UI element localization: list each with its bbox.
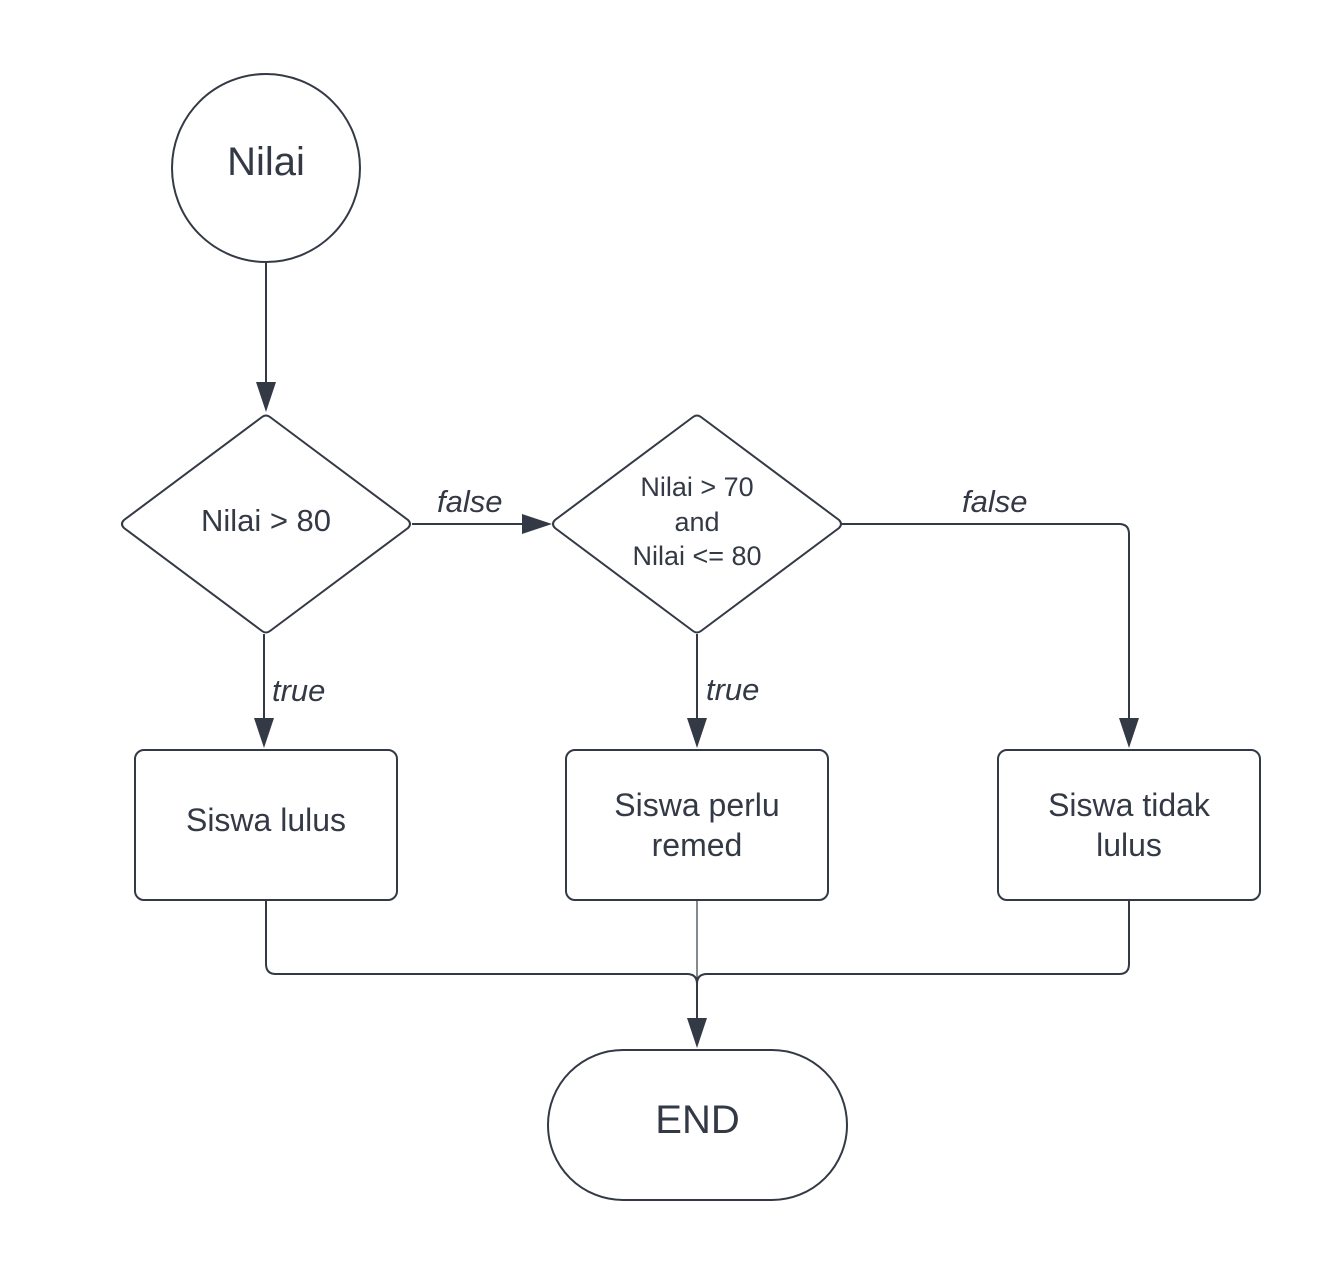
decision1-label: Nilai > 80: [150, 485, 382, 557]
decision2-line3: Nilai <= 80: [632, 541, 762, 572]
end-node-label: END: [548, 1050, 847, 1190]
process-remed-line2: remed: [651, 827, 743, 863]
edge-decision2-false: [842, 523, 1130, 724]
process-remed-line1: Siswa perlu: [614, 787, 780, 823]
end-node-shape: [547, 1049, 848, 1201]
start-node-text: Nilai: [227, 139, 305, 184]
process-pass-text: Siswa lulus: [185, 802, 347, 838]
decision1-shape: [121, 414, 411, 634]
process-remed-label: Siswa perlu remed: [566, 750, 828, 900]
arrowhead-process-remed: [687, 718, 707, 748]
process-fail-line2: lulus: [1096, 827, 1162, 863]
edge-fail-to-merge: [696, 900, 1130, 985]
process-pass-label: Siswa lulus: [135, 750, 397, 890]
process-pass-shape: [134, 749, 398, 901]
process-fail-shape: [997, 749, 1261, 901]
arrowhead-end: [687, 1018, 707, 1048]
process-remed-shape: [565, 749, 829, 901]
end-node-text: END: [655, 1098, 740, 1142]
edge-label-decision2-false: false: [962, 484, 1028, 519]
decision1-text: Nilai > 80: [200, 502, 332, 538]
arrowhead-process-pass: [254, 718, 274, 748]
decision2-shape: [552, 414, 842, 634]
edge-label-decision1-false: false: [437, 484, 503, 519]
edge-label-decision1-true: true: [272, 673, 326, 708]
decision2-line1: Nilai > 70: [640, 472, 754, 503]
decision2-line2: and: [674, 506, 720, 537]
arrowhead-decision2: [522, 514, 552, 534]
start-node-label: Nilai: [172, 74, 360, 249]
edge-label-decision2-true: true: [706, 672, 760, 707]
edge-pass-to-merge: [265, 900, 698, 985]
process-fail-line1: Siswa tidak: [1048, 787, 1210, 823]
decision2-label: Nilai > 70 and Nilai <= 80: [582, 466, 812, 578]
start-node-shape: [171, 73, 361, 263]
process-fail-label: Siswa tidak lulus: [998, 750, 1260, 900]
arrowhead-decision1: [256, 382, 276, 412]
arrowhead-process-fail: [1119, 718, 1139, 748]
